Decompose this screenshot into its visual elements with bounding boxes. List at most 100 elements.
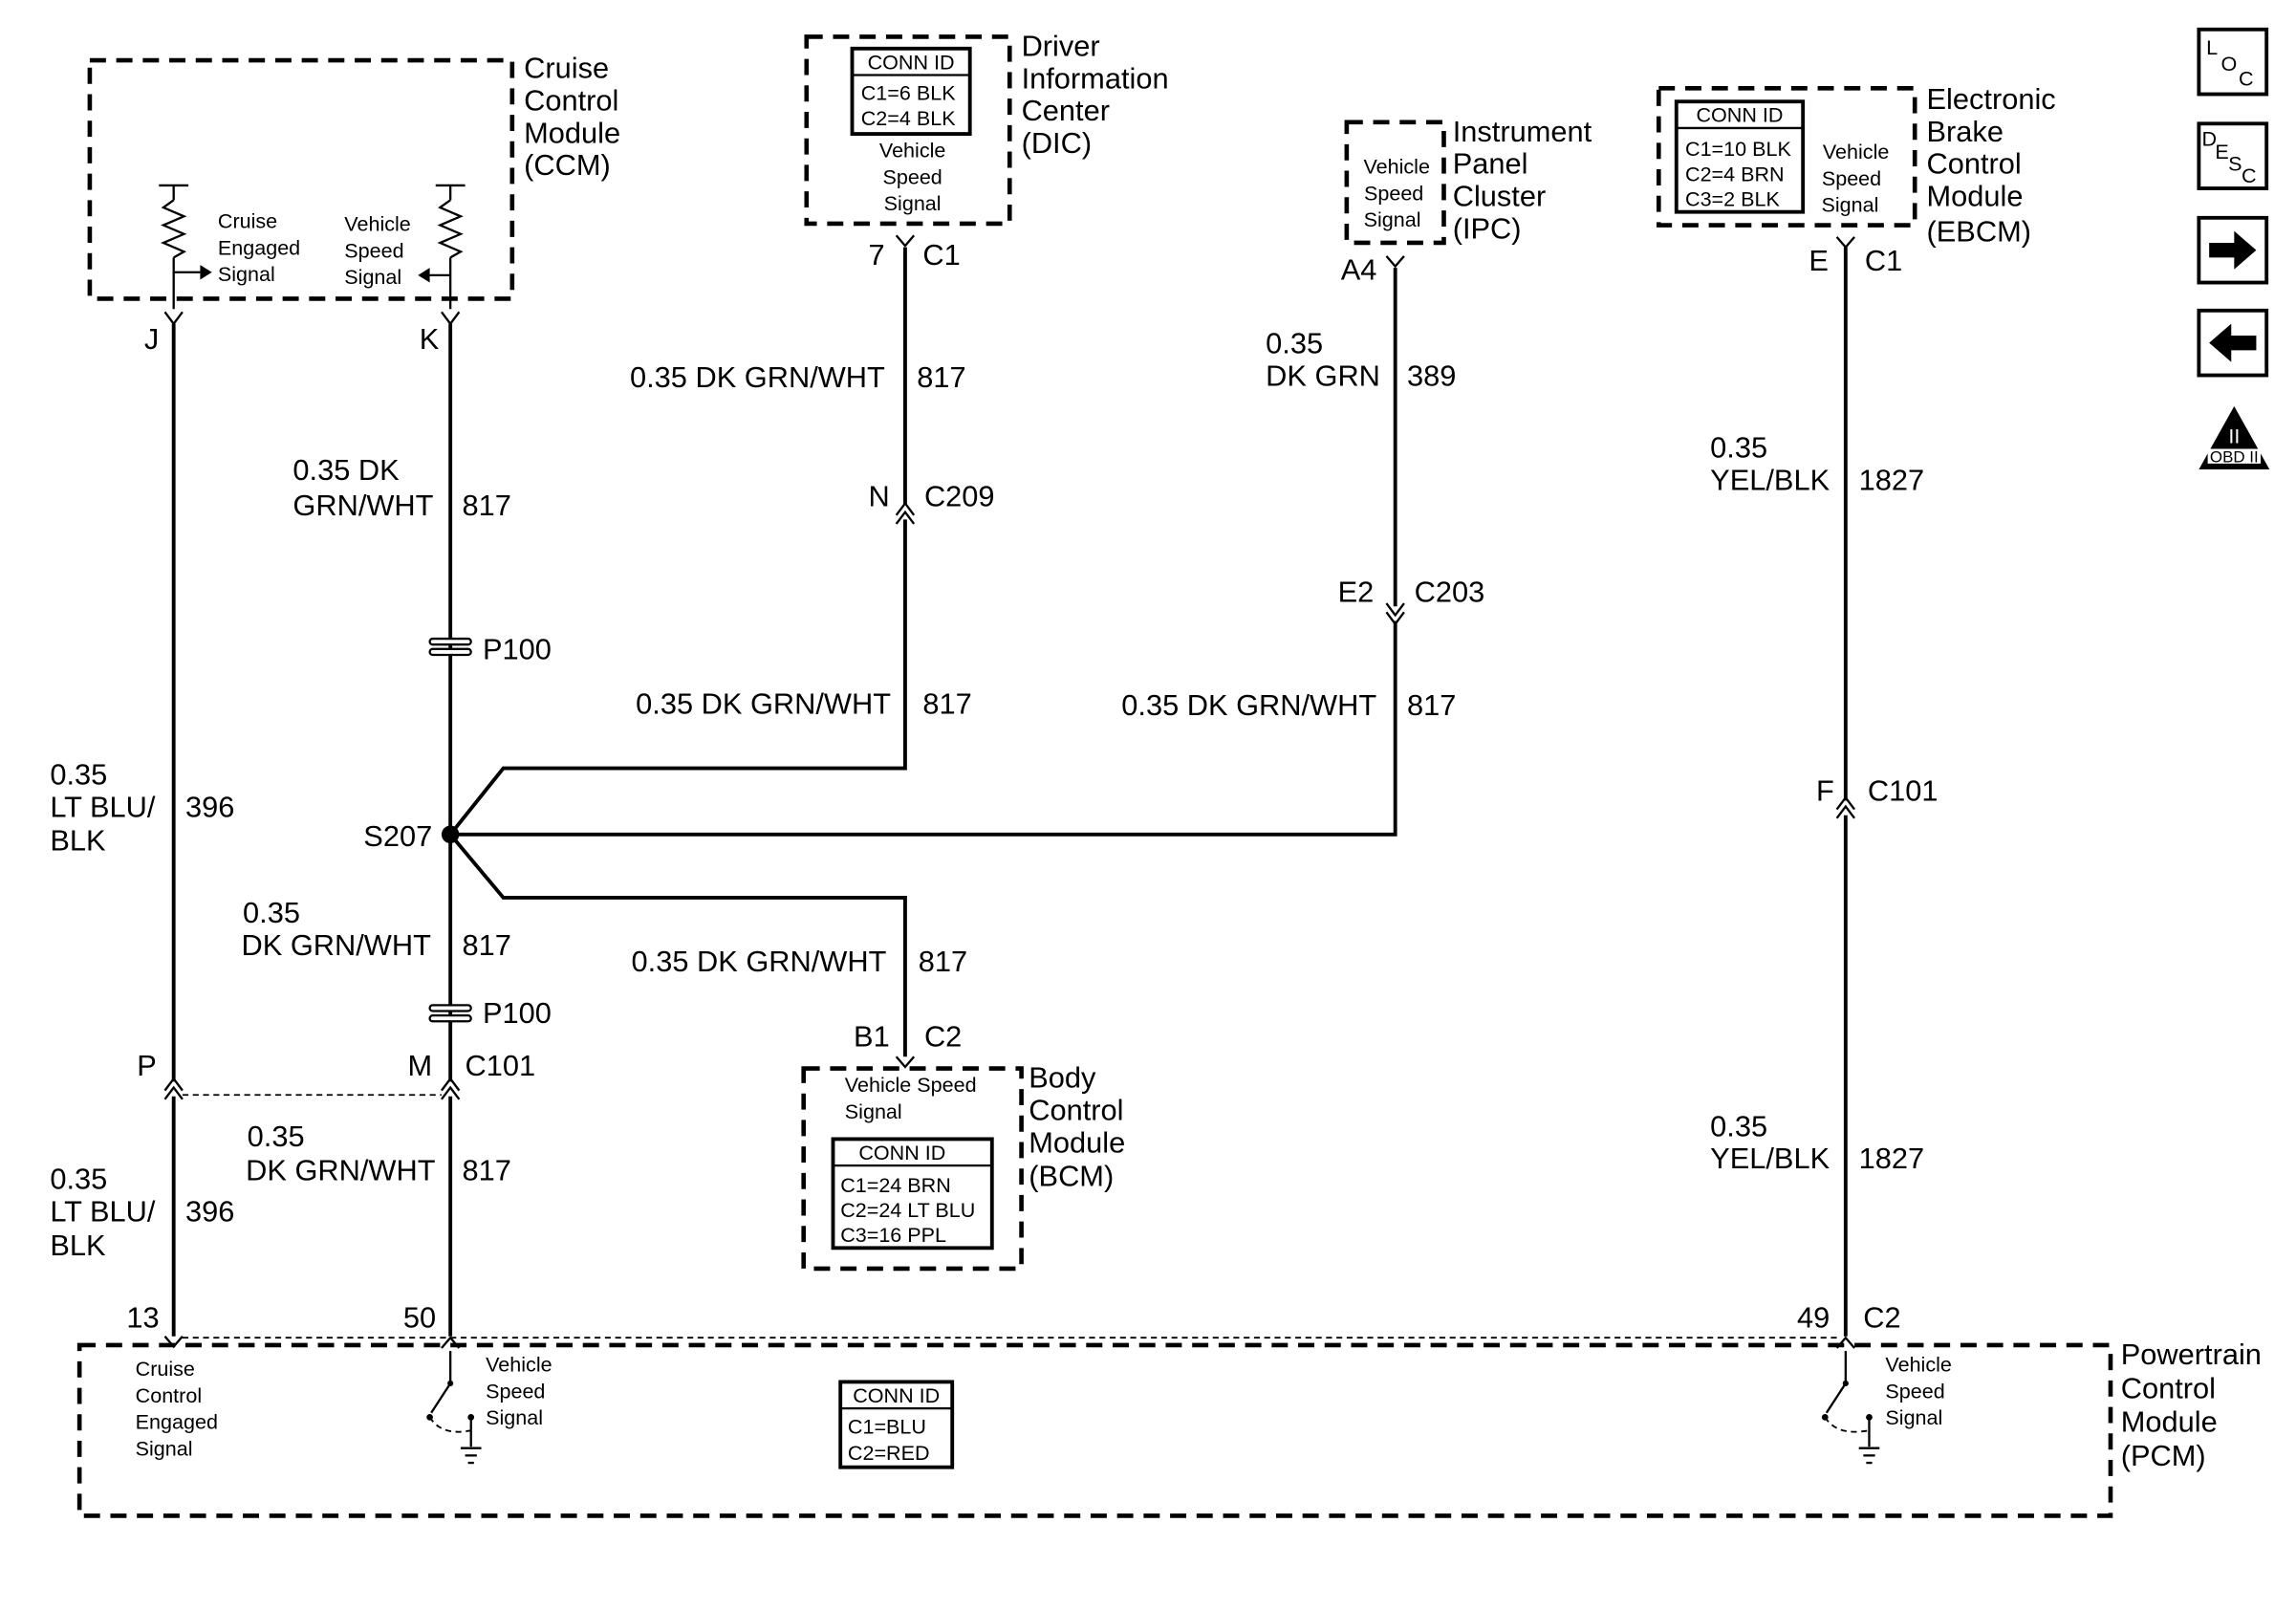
splice-s207-dot — [441, 825, 460, 844]
wire-817-dic-lower — [448, 519, 907, 836]
pcm-vss-signal-line-1: Vehicle — [486, 1353, 552, 1377]
ipc-dashed-outline — [1344, 120, 1446, 246]
connector-c209: N C209 — [868, 480, 995, 525]
dic-signal-line-2: Speed — [882, 164, 942, 188]
pcm-dashed-outline — [76, 1342, 2113, 1518]
dic-name-line-2: Information — [1022, 61, 1169, 95]
wire-817-pcm-circuit: 817 — [462, 1154, 510, 1187]
c203-pin-e2: E2 — [1338, 576, 1375, 609]
wire-817-pcm-color: DK GRN/WHT — [246, 1154, 436, 1187]
pcm-name-line-1: Powertrain — [2121, 1338, 2262, 1371]
wire-817-ipc-label: 0.35 DK GRN/WHT — [1121, 688, 1376, 722]
loc-letter-c: C — [2239, 66, 2254, 90]
connector-c203: E2 C203 — [1338, 576, 1485, 626]
pcm-vss-switch-left — [426, 1351, 482, 1465]
dic-conn-c1: C1 — [922, 238, 960, 272]
pcm-name-line-4: (PCM) — [2121, 1439, 2206, 1472]
wire-1827-top-gauge: 0.35 — [1710, 431, 1767, 465]
desc-letter-s: S — [2228, 152, 2242, 176]
bcm-conn-id-c1: C1=24 BRN — [840, 1173, 951, 1197]
wire-817-dic-bottom-circuit: 817 — [922, 687, 971, 721]
pcm-vss-signal-line-3: Signal — [486, 1405, 543, 1429]
pcm-pin-50: 50 — [403, 1300, 436, 1334]
ipc-signal-line-1: Vehicle — [1363, 155, 1430, 179]
bcm-name-line-4: (BCM) — [1029, 1160, 1114, 1193]
wire-817-bcm-label: 0.35 DK GRN/WHT — [632, 945, 887, 978]
pcm-conn-id-box — [838, 1380, 955, 1469]
bcm-conn-id-c3: C3=16 PPL — [840, 1223, 946, 1247]
wire-817-lower-gauge: 0.35 — [243, 896, 300, 929]
dic-name-line-1: Driver — [1022, 29, 1100, 62]
wire-396-color-line-2: BLK — [50, 824, 106, 858]
loc-letter-l: L — [2206, 35, 2218, 59]
bcm-conn-id-box — [831, 1137, 994, 1251]
wire-817-lower-circuit: 817 — [462, 928, 510, 962]
wiring-harness — [171, 247, 1848, 1337]
description-icon[interactable]: D E S C — [2197, 121, 2269, 190]
ebcm-conn-id-title: CONN ID — [1696, 103, 1783, 127]
bcm-signal-line-2: Signal — [845, 1099, 902, 1123]
p100-lower-label: P100 — [483, 996, 552, 1030]
ebcm-name-line-3: Control — [1927, 147, 2022, 181]
c101-right-name: C101 — [1868, 773, 1939, 807]
bcm-name-line-3: Module — [1029, 1125, 1125, 1159]
bcm-signal-line-1: Vehicle Speed — [845, 1073, 977, 1097]
wire-1827-bottom-circuit: 1827 — [1859, 1142, 1924, 1175]
wire-817-dic-top-circuit: 817 — [917, 360, 965, 394]
pcm-cruise-signal-line-1: Cruise — [136, 1357, 195, 1381]
ccm-cruise-signal-line-1: Cruise — [218, 209, 277, 233]
ebcm-signal-line-1: Vehicle — [1823, 140, 1890, 163]
pcm-vss2-signal-line-2: Speed — [1885, 1379, 1944, 1403]
c101-pin-f: F — [1816, 773, 1834, 807]
wire-817-bcm — [448, 833, 907, 1057]
dic-pin-7: 7 — [868, 238, 884, 272]
pcm-name-line-3: Module — [2121, 1405, 2218, 1439]
ccm-cruise-signal-line-3: Signal — [218, 262, 275, 286]
wire-817-dic-bottom-label: 0.35 DK GRN/WHT — [636, 687, 891, 721]
pcm-pin-13: 13 — [126, 1300, 159, 1334]
next-page-arrow-icon[interactable] — [2197, 215, 2269, 285]
wire-389-gauge: 0.35 — [1266, 326, 1323, 359]
ebcm-pin-e: E — [1809, 244, 1829, 277]
desc-letter-c: C — [2242, 163, 2257, 187]
body-control-module: B1 C2 Vehicle Speed Signal CONN ID C1=24… — [801, 1019, 1125, 1272]
pcm-cruise-signal-line-4: Signal — [136, 1436, 193, 1460]
pcm-cruise-signal-line-2: Control — [136, 1383, 202, 1407]
ccm-pin-j: J — [144, 322, 159, 356]
wire-817-dic-top-label: 0.35 DK GRN/WHT — [630, 360, 885, 394]
previous-page-arrow-icon[interactable] — [2197, 308, 2269, 378]
splice-s207-label: S207 — [363, 819, 432, 853]
obd-ii-icon[interactable]: II OBD II — [2199, 405, 2270, 470]
ebcm-conn-id-c1: C1=10 BLK — [1685, 137, 1791, 161]
desc-letter-d: D — [2201, 126, 2217, 150]
wire-817-ccm-label-line-2: GRN/WHT — [292, 489, 433, 522]
driver-information-center: CONN ID C1=6 BLK C2=4 BLK Vehicle Speed … — [804, 29, 1169, 272]
ipc-name-line-4: (IPC) — [1453, 211, 1522, 245]
ccm-name-line-3: Module — [524, 116, 620, 149]
ipc-pin-a4: A4 — [1341, 252, 1377, 286]
wire-labels: 0.35 LT BLU/ BLK 396 0.35 DK GRN/WHT 817… — [50, 326, 1924, 1262]
pcm-cruise-signal-line-3: Engaged — [136, 1410, 218, 1434]
ccm-name-line-2: Control — [524, 83, 618, 117]
pcm-conn-id-title: CONN ID — [853, 1383, 940, 1407]
c101-pin-p: P — [137, 1049, 157, 1082]
ebcm-conn-c1: C1 — [1865, 244, 1902, 277]
wire-817-ipc-circuit: 817 — [1407, 688, 1456, 722]
dic-conn-id-title: CONN ID — [868, 50, 955, 74]
dic-name-line-3: Center — [1022, 94, 1110, 127]
dic-signal-line-1: Vehicle — [879, 139, 946, 163]
wire-389-circuit: 389 — [1407, 359, 1456, 392]
location-icon[interactable]: L O C — [2197, 27, 2269, 97]
wire-1827-bottom-color: YEL/BLK — [1710, 1142, 1830, 1175]
dic-name-line-4: (DIC) — [1022, 126, 1093, 160]
c203-name: C203 — [1415, 576, 1485, 609]
wire-817-ipc-lower — [450, 620, 1397, 837]
obd-ii-label: OBD II — [2210, 447, 2259, 466]
bcm-conn-id-c2: C2=24 LT BLU — [840, 1198, 975, 1222]
p100-upper-label: P100 — [483, 633, 552, 666]
ipc-name-line-2: Panel — [1453, 147, 1528, 181]
ccm-vss-signal-line-1: Vehicle — [344, 212, 411, 236]
ebcm-signal-line-3: Signal — [1822, 193, 1879, 217]
connector-c101-ebcm: F C101 — [1816, 773, 1939, 819]
ebcm-name-line-1: Electronic — [1927, 82, 2056, 116]
